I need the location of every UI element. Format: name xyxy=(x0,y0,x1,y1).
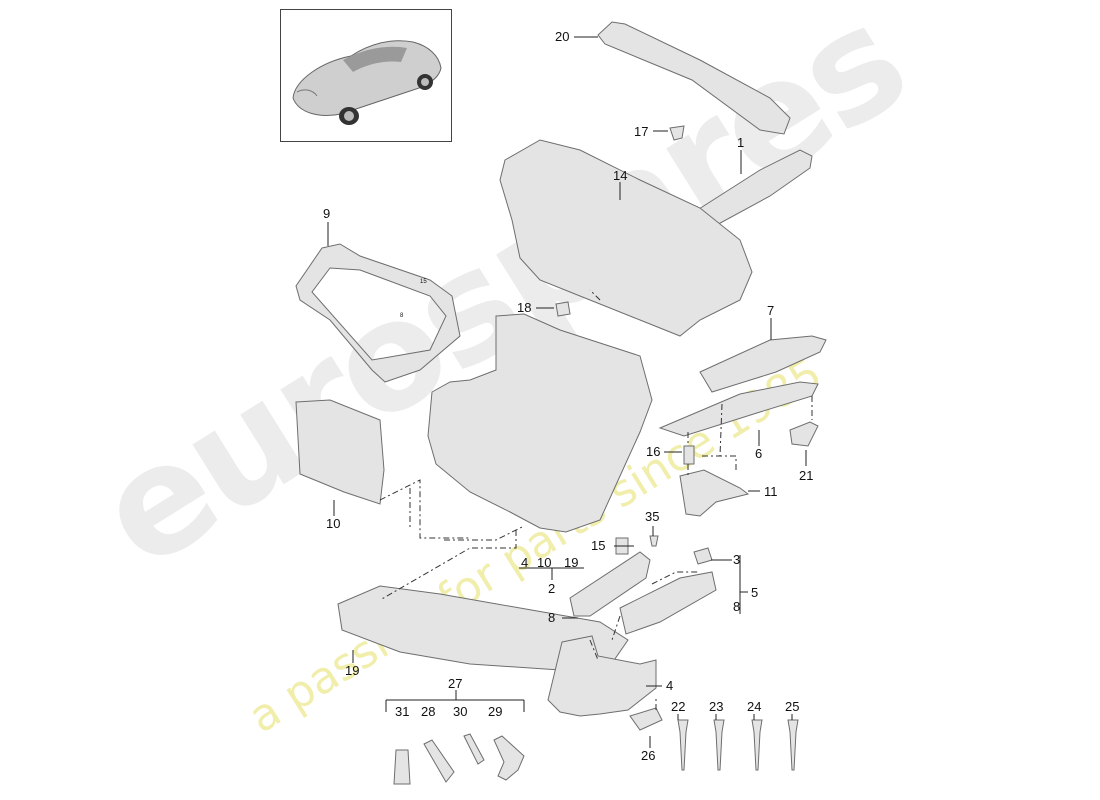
part-25-rivet xyxy=(787,719,799,771)
part-label-35[interactable]: 35 xyxy=(645,509,660,524)
part-3-bracket xyxy=(693,547,713,565)
part-label-5[interactable]: 5 xyxy=(751,585,759,600)
part-23-rivet xyxy=(713,719,725,771)
assembly-label-19[interactable]: 19 xyxy=(564,555,579,570)
part-30-nozzle xyxy=(463,733,485,765)
part-label-14[interactable]: 14 xyxy=(613,168,628,183)
part-label-27[interactable]: 27 xyxy=(448,676,463,691)
part-19-floor-pan xyxy=(337,585,629,671)
part-label-4[interactable]: 4 xyxy=(666,678,674,693)
part-label-8-group[interactable]: 8 xyxy=(733,599,741,614)
part-label-2[interactable]: 2 xyxy=(548,581,556,596)
part-10-panel xyxy=(295,399,385,505)
part-20-cross-member xyxy=(597,21,791,135)
part-11-housing xyxy=(679,469,750,517)
part-9-frame xyxy=(295,243,461,383)
part-label-29[interactable]: 29 xyxy=(488,704,503,719)
part-label-31[interactable]: 31 xyxy=(395,704,410,719)
part-24-rivet xyxy=(751,719,763,771)
part-label-8-small[interactable]: 8 xyxy=(400,313,404,319)
part-label-30[interactable]: 30 xyxy=(453,704,468,719)
part-21-bracket xyxy=(789,421,819,447)
part-5-rail xyxy=(619,571,717,635)
part-7-rail xyxy=(699,335,827,393)
part-label-19[interactable]: 19 xyxy=(345,663,360,678)
part-label-1[interactable]: 1 xyxy=(737,135,745,150)
part-2-floor-assembly xyxy=(427,313,653,533)
part-label-16[interactable]: 16 xyxy=(646,444,661,459)
assembly-label-10[interactable]: 10 xyxy=(537,555,552,570)
part-label-6[interactable]: 6 xyxy=(755,446,763,461)
part-label-9[interactable]: 9 xyxy=(323,206,331,221)
part-label-25[interactable]: 25 xyxy=(785,699,800,714)
part-label-15-small[interactable]: 15 xyxy=(420,279,427,285)
part-label-23[interactable]: 23 xyxy=(709,699,724,714)
assembly-label-4[interactable]: 4 xyxy=(521,555,529,570)
part-4-lower-structure xyxy=(547,635,657,717)
part-label-20[interactable]: 20 xyxy=(555,29,570,44)
part-22-rivet xyxy=(677,719,689,771)
part-16-sleeve xyxy=(683,445,695,465)
part-6-rail xyxy=(658,381,819,437)
part-29-gun xyxy=(493,735,525,781)
part-label-11[interactable]: 11 xyxy=(764,484,778,499)
part-26-bracket xyxy=(629,707,663,731)
part-8-rail xyxy=(569,551,651,617)
part-14-firewall xyxy=(499,139,753,337)
car-icon xyxy=(292,40,442,125)
part-label-28[interactable]: 28 xyxy=(421,704,436,719)
part-label-18[interactable]: 18 xyxy=(517,300,532,315)
part-label-3[interactable]: 3 xyxy=(733,552,741,567)
part-31-cartridge xyxy=(393,749,411,785)
part-label-22[interactable]: 22 xyxy=(671,699,686,714)
part-label-21[interactable]: 21 xyxy=(799,468,814,483)
vehicle-thumbnail xyxy=(280,9,452,142)
part-17-clip xyxy=(669,125,685,141)
part-label-26[interactable]: 26 xyxy=(641,748,656,763)
part-18-bracket xyxy=(555,301,571,317)
part-28-tube xyxy=(423,739,455,783)
part-label-17[interactable]: 17 xyxy=(634,124,649,139)
part-label-8[interactable]: 8 xyxy=(548,610,556,625)
part-label-24[interactable]: 24 xyxy=(747,699,762,714)
part-label-15[interactable]: 15 xyxy=(591,538,606,553)
part-label-10[interactable]: 10 xyxy=(326,516,341,531)
part-label-7[interactable]: 7 xyxy=(767,303,775,318)
part-35-clip xyxy=(649,535,659,547)
